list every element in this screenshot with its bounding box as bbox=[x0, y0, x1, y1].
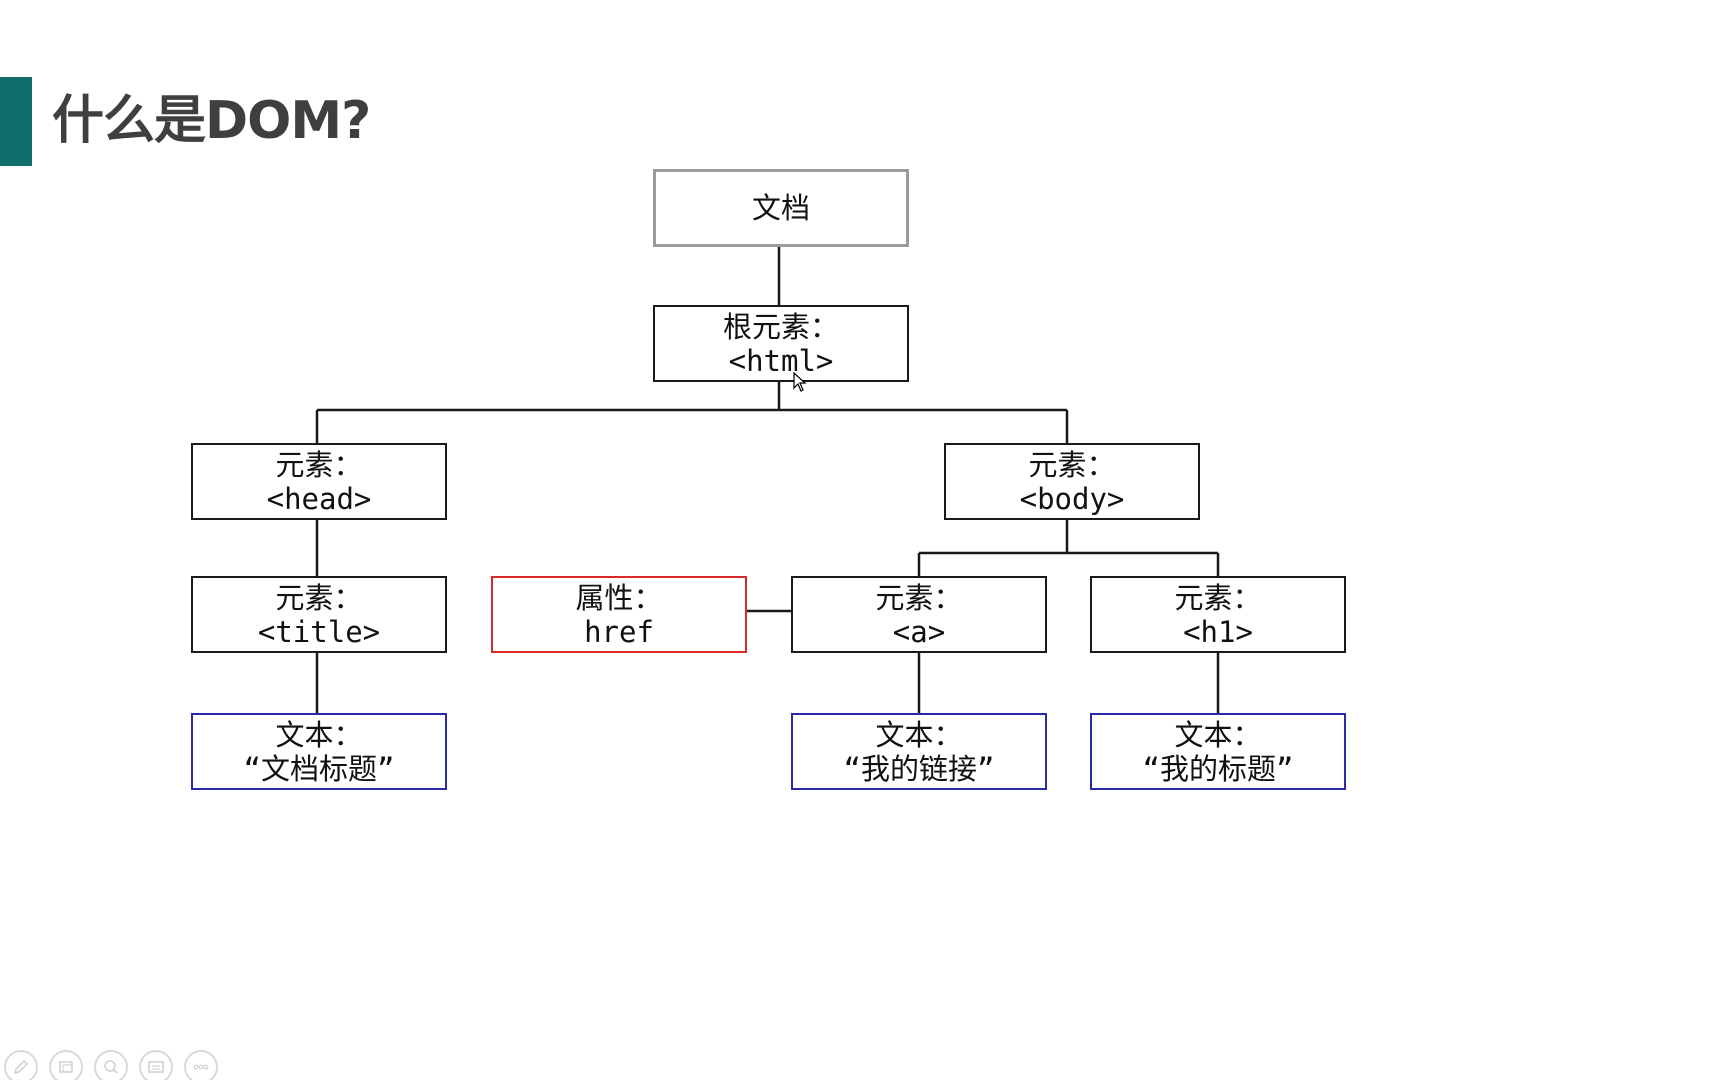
node-h1-tag: <h1> bbox=[1183, 614, 1253, 649]
node-h1-text: 文本： “我的标题” bbox=[1090, 713, 1346, 790]
pen-icon[interactable] bbox=[4, 1050, 38, 1080]
node-head-type: 元素： bbox=[275, 447, 363, 482]
node-title-text-value: “文档标题” bbox=[243, 751, 395, 786]
subtitle-icon[interactable] bbox=[139, 1050, 173, 1080]
node-href-name: href bbox=[584, 614, 654, 649]
node-href-attribute: 属性： href bbox=[491, 576, 747, 653]
node-a-text-value: “我的链接” bbox=[843, 751, 995, 786]
node-head: 元素： <head> bbox=[191, 443, 447, 520]
node-h1-text-type: 文本： bbox=[1174, 717, 1262, 752]
node-html-tag: <html> bbox=[728, 343, 834, 378]
node-a-text: 文本： “我的链接” bbox=[791, 713, 1047, 790]
node-body-type: 元素： bbox=[1028, 447, 1116, 482]
presentation-toolbar bbox=[4, 1050, 218, 1080]
title-accent-bar bbox=[0, 77, 32, 166]
node-title-tag: <title> bbox=[257, 614, 381, 649]
node-a: 元素： <a> bbox=[791, 576, 1047, 653]
node-title-text-type: 文本： bbox=[275, 717, 363, 752]
slides-icon[interactable] bbox=[49, 1050, 83, 1080]
node-document: 文档 bbox=[653, 169, 909, 247]
node-title: 元素： <title> bbox=[191, 576, 447, 653]
node-html-type: 根元素： bbox=[722, 309, 839, 344]
node-title-text: 文本： “文档标题” bbox=[191, 713, 447, 790]
zoom-icon[interactable] bbox=[94, 1050, 128, 1080]
node-a-type: 元素： bbox=[875, 580, 963, 615]
slide-title: 什么是DOM? bbox=[52, 91, 371, 151]
node-h1-text-value: “我的标题” bbox=[1142, 751, 1294, 786]
node-h1: 元素： <h1> bbox=[1090, 576, 1346, 653]
node-head-tag: <head> bbox=[266, 481, 372, 516]
node-h1-type: 元素： bbox=[1174, 580, 1262, 615]
node-document-label: 文档 bbox=[751, 191, 810, 225]
more-icon[interactable] bbox=[184, 1050, 218, 1080]
node-title-type: 元素： bbox=[275, 580, 363, 615]
node-a-tag: <a> bbox=[892, 614, 946, 649]
node-html: 根元素： <html> bbox=[653, 305, 909, 382]
node-body: 元素： <body> bbox=[944, 443, 1200, 520]
node-href-type: 属性： bbox=[575, 580, 663, 615]
mouse-cursor-icon bbox=[793, 372, 807, 392]
node-a-text-type: 文本： bbox=[875, 717, 963, 752]
node-body-tag: <body> bbox=[1019, 481, 1125, 516]
